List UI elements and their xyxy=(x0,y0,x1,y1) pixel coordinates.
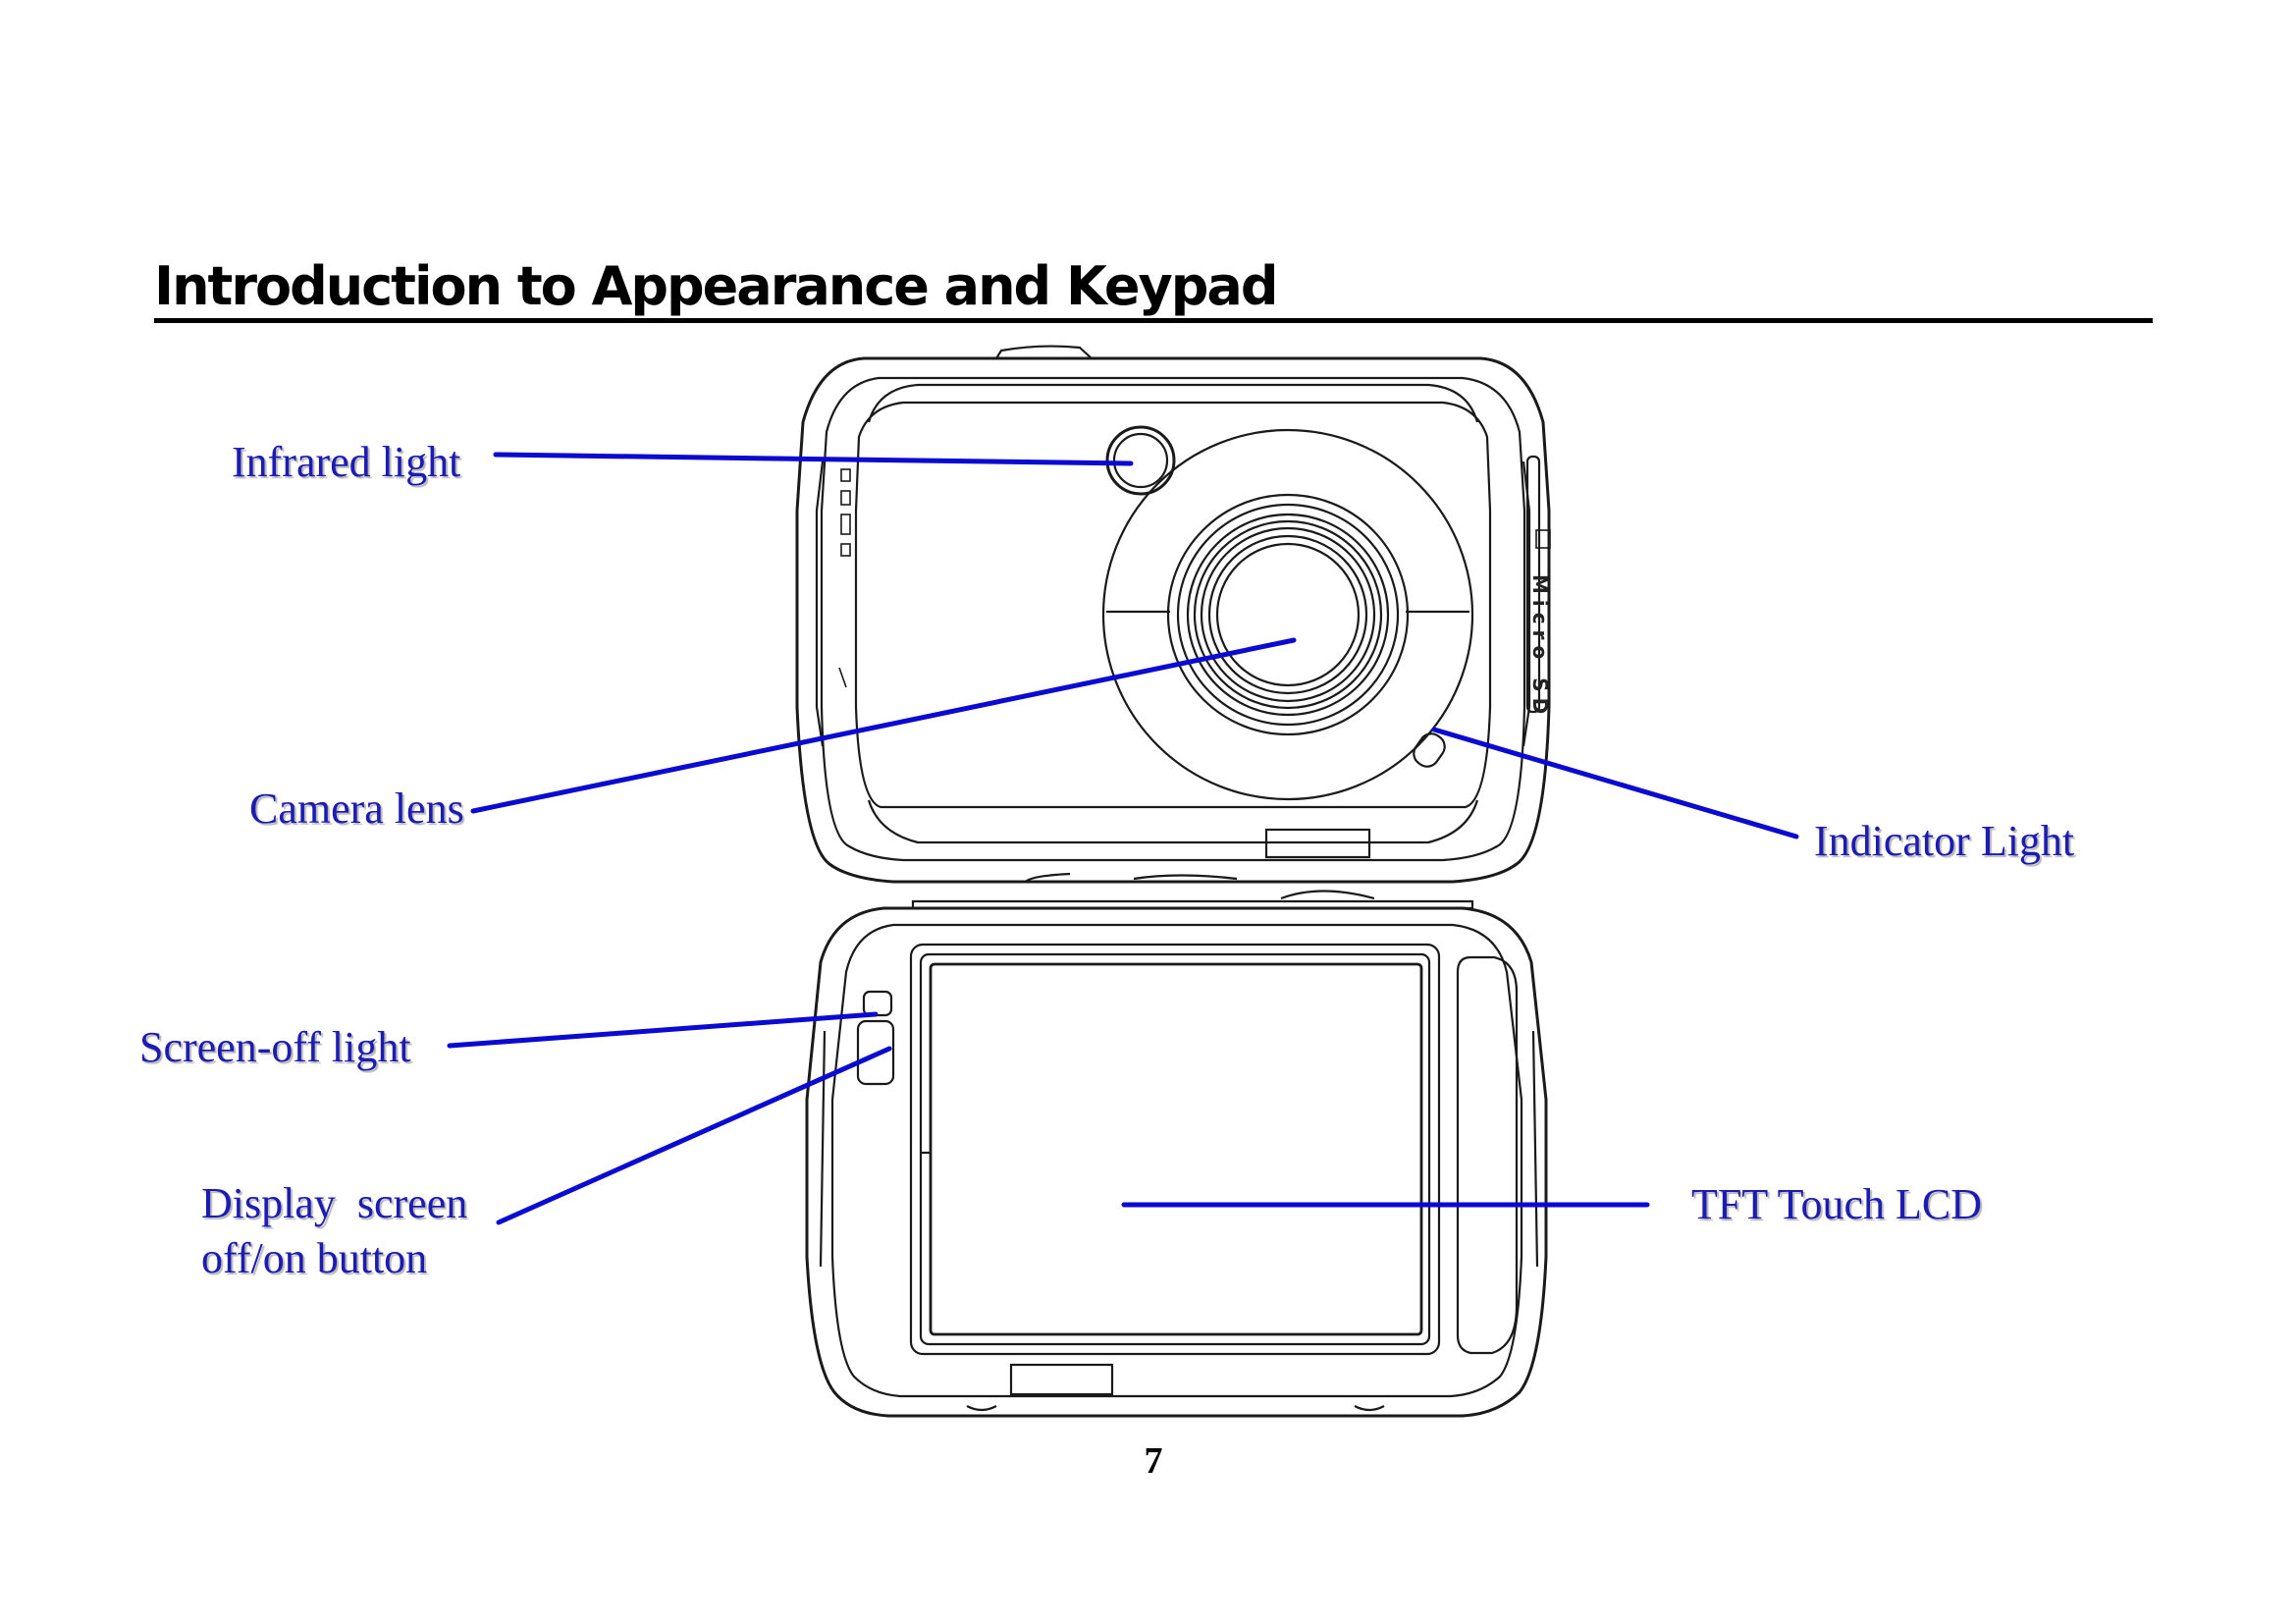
screen-off-light-leader xyxy=(447,1011,879,1049)
front-left-edge xyxy=(815,460,825,747)
front-lower-bevel xyxy=(867,799,1479,844)
camera-front-face xyxy=(854,401,1492,809)
front-right-slot xyxy=(1525,455,1541,714)
screen-bezel-outer xyxy=(909,943,1441,1356)
camera-rear-inner-outline xyxy=(830,923,1523,1398)
rear-right-grip xyxy=(1456,955,1519,1355)
tft-touch-lcd-screen xyxy=(929,962,1423,1336)
side-port-icons xyxy=(838,468,851,688)
tft-touch-lcd-label: TFT Touch LCD xyxy=(1691,1180,1982,1228)
camera-lens-leader xyxy=(470,637,1297,814)
infrared-light-outer xyxy=(1105,425,1176,496)
page-title: Introduction to Appearance and Keypad xyxy=(154,255,1278,317)
camera-front-inner-outline xyxy=(820,376,1526,862)
lens-ring-5 xyxy=(1200,526,1376,703)
infrared-light-inner xyxy=(1112,432,1169,489)
rear-top-buttons xyxy=(1025,872,1375,900)
page-number: 7 xyxy=(1144,1440,1163,1482)
display-button-label-line2: off/on button xyxy=(201,1234,428,1282)
title-underline xyxy=(154,318,2153,323)
lens-glass xyxy=(1215,542,1361,687)
display-button-leader xyxy=(496,1046,892,1225)
display-screen-off-on-button xyxy=(856,1019,895,1086)
camera-front-body xyxy=(795,356,1551,884)
lens-housing-outer xyxy=(1101,428,1474,801)
front-bottom-plate xyxy=(1264,828,1371,859)
infrared-light-label: Infrared light xyxy=(232,438,461,486)
lens-ring-2 xyxy=(1176,503,1400,727)
display-button-label-line1: Display screen xyxy=(201,1179,468,1227)
rear-bottom-plate xyxy=(1009,1363,1114,1396)
camera-front-view xyxy=(795,345,1551,884)
lens-ring-4 xyxy=(1193,519,1383,710)
rear-left-edge xyxy=(819,1030,827,1268)
lens-ring-6 xyxy=(1207,534,1368,695)
indicator-light xyxy=(1413,732,1446,768)
indicator-light-label: Indicator Light xyxy=(1814,817,2075,865)
indicator-light-leader xyxy=(1431,727,1799,839)
screen-off-light-label: Screen-off light xyxy=(139,1023,411,1071)
rear-right-edge xyxy=(1531,1030,1539,1268)
screen-off-light xyxy=(862,990,893,1017)
display-button-label: Display screen off/on button xyxy=(201,1176,467,1286)
screen-bezel-inner xyxy=(919,952,1431,1346)
front-upper-bevel xyxy=(867,383,1479,423)
infrared-light-leader xyxy=(493,452,1134,466)
camera-rear-body xyxy=(805,906,1548,1418)
camera-lens-label: Camera lens xyxy=(249,785,464,833)
rear-bottom-feet xyxy=(966,1405,1385,1412)
camera-rear-view xyxy=(805,872,1548,1418)
lens-ring-3 xyxy=(1186,513,1390,717)
top-shutter-button xyxy=(995,345,1093,359)
microsd-slot-marking xyxy=(1535,529,1551,549)
lens-ring-1 xyxy=(1166,493,1410,736)
